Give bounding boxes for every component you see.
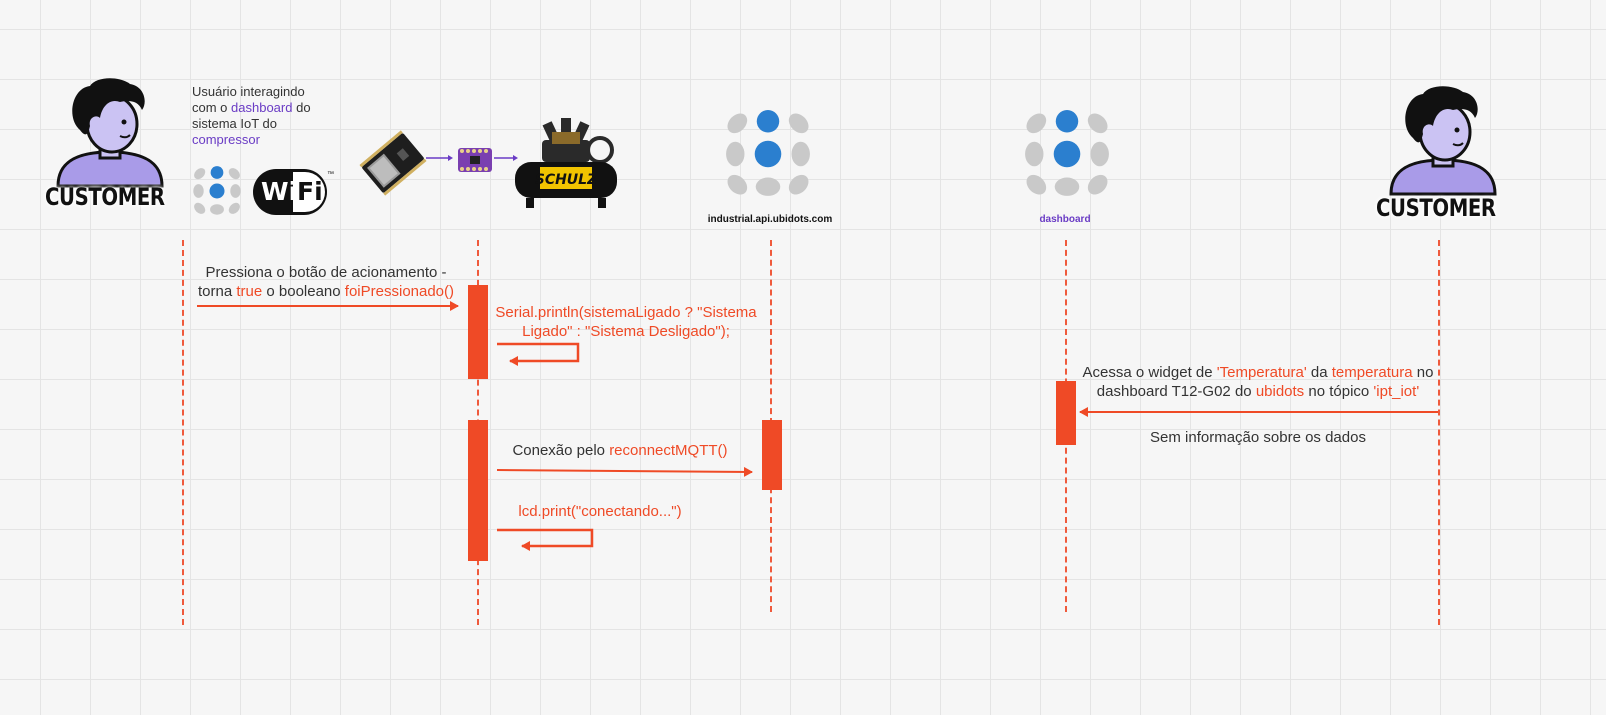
customer-avatar-icon [1389,86,1497,196]
activation-device-2 [468,420,488,561]
m1-line-2: torna true o booleano foiPressionado() [197,283,455,300]
message-m1: Pressiona o botão de acionamento - torna… [192,263,460,301]
actor-note: Usuário interagindo com o dashboard do s… [192,84,342,148]
activation-api [762,420,782,490]
ubidots-logo-icon [726,110,810,196]
message-m2: Serial.println(sistemaLigado ? "Sistema … [490,303,762,341]
arrow-m3 [496,466,753,477]
m2-line-1: Serial.println(sistemaLigado ? "Sistema [495,304,757,321]
message-m3: Conexão pelo reconnectMQTT() [512,442,728,459]
wifi-trademark: ™ [327,171,334,178]
m2-line-2: Ligado" : "Sistema Desligado"); [522,323,730,340]
dashboard-label: dashboard [1039,214,1091,225]
note-line-3: sistema IoT do [192,116,278,131]
activation-device-1 [468,285,488,379]
ubidots-logo-icon [193,166,241,215]
activation-dashboard [1056,381,1076,445]
wifi-text-fi: Fi [297,177,323,206]
sensor-board-icon [458,148,492,172]
compressor-brand: SCHULZ [535,172,598,188]
customer-avatar-icon [56,78,164,188]
m5-line-1: Acessa o widget de 'Temperatura' da temp… [1082,364,1434,381]
message-m5: Acessa o widget de 'Temperatura' da temp… [1070,363,1446,401]
note-line-1: Usuário interagindo [192,84,305,99]
customer-right-label: CUSTOMER [1376,194,1496,222]
note-dashboard-keyword: dashboard [231,100,293,115]
esp32-board-icon [359,130,427,196]
ubidots-logo-icon [1025,110,1109,196]
message-m6: Sem informação sobre os dados [1150,429,1366,446]
api-label: industrial.api.ubidots.com [707,214,833,225]
air-compressor-icon: SCHULZ [515,118,617,208]
wifi-logo-icon: Wi Fi ™ [253,169,334,217]
m1-line-1: Pressiona o botão de acionamento - [205,264,447,281]
message-m4: lcd.print("conectando...") [518,503,682,520]
arrow-m2-self [497,342,580,366]
note-line-4: compressor [192,132,260,147]
m5-line-2: dashboard T12-G02 do ubidots no tópico '… [1096,383,1420,400]
wifi-text-wi: Wi [261,177,298,206]
lifeline-customer-right [1438,240,1440,625]
arrow-m4-self [497,528,594,551]
customer-left-label: CUSTOMER [45,183,165,211]
note-line-2: com o dashboard do [192,100,311,115]
lifeline-customer-left [182,240,184,625]
